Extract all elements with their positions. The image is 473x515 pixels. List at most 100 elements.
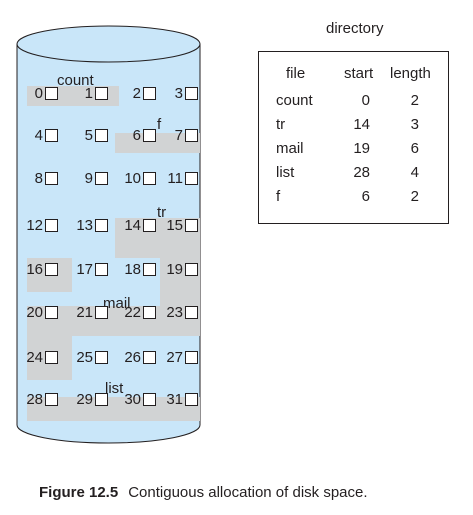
block-number: 0 (34, 84, 43, 102)
block-number: 6 (132, 126, 141, 144)
directory-file: mail (276, 140, 304, 157)
block-box (45, 262, 58, 276)
directory-length: 3 (410, 116, 419, 133)
directory-header-start: start (344, 65, 374, 82)
disk-block: 31 (160, 389, 198, 409)
block-box (185, 350, 198, 364)
block-box (95, 128, 108, 142)
block-box (45, 171, 58, 185)
block-number: 30 (124, 390, 141, 408)
block-number: 1 (84, 84, 93, 102)
block-box (95, 171, 108, 185)
block-number: 16 (26, 260, 43, 278)
block-box (45, 305, 58, 319)
block-number: 7 (174, 126, 183, 144)
disk-block: 25 (71, 347, 108, 367)
block-number: 31 (166, 390, 183, 408)
block-number: 21 (76, 303, 93, 321)
block-box (185, 218, 198, 232)
block-number: 20 (26, 303, 43, 321)
directory-length: 2 (410, 188, 419, 205)
block-box (45, 350, 58, 364)
disk-block: 19 (160, 259, 198, 279)
block-number: 11 (167, 169, 183, 187)
block-number: 19 (166, 260, 183, 278)
disk-block: 22 (115, 302, 156, 322)
block-box (185, 128, 198, 142)
block-box (143, 171, 156, 185)
block-box (143, 86, 156, 100)
block-number: 12 (26, 216, 43, 234)
block-box (185, 86, 198, 100)
block-box (95, 218, 108, 232)
block-number: 22 (124, 303, 141, 321)
block-box (185, 392, 198, 406)
block-number: 3 (174, 84, 183, 102)
directory-length: 2 (410, 92, 419, 109)
directory-header-file: file (286, 65, 306, 82)
disk-block: 5 (71, 125, 108, 145)
directory-file: list (276, 164, 295, 181)
disk-block: 24 (25, 347, 58, 367)
block-number: 18 (124, 260, 141, 278)
disk-block: 8 (25, 168, 58, 188)
block-number: 5 (84, 126, 93, 144)
disk-block: 12 (25, 215, 58, 235)
block-number: 2 (132, 84, 141, 102)
caption-label: Figure 12.5 (39, 484, 119, 501)
disk-block: 26 (115, 347, 156, 367)
block-number: 28 (26, 390, 43, 408)
disk-block: 28 (25, 389, 58, 409)
disk-block: 13 (71, 215, 108, 235)
block-box (95, 262, 108, 276)
block-number: 8 (34, 169, 43, 187)
block-number: 24 (26, 348, 43, 366)
directory-file: f (276, 188, 281, 205)
block-box (45, 392, 58, 406)
disk-block: 1 (71, 83, 108, 103)
block-number: 25 (76, 348, 93, 366)
directory-start: 0 (361, 92, 370, 109)
block-number: 17 (76, 260, 93, 278)
block-box (45, 218, 58, 232)
directory-start: 6 (361, 188, 370, 205)
block-box (185, 305, 198, 319)
disk-block: 20 (25, 302, 58, 322)
block-number: 10 (124, 169, 141, 187)
directory-length: 6 (410, 140, 419, 157)
disk-block: 30 (115, 389, 156, 409)
allocated-region (115, 133, 200, 153)
block-number: 13 (76, 216, 93, 234)
disk-block: 4 (25, 125, 58, 145)
block-number: 9 (84, 169, 93, 187)
directory-header-length: length (390, 65, 431, 82)
block-box (185, 171, 198, 185)
block-box (143, 392, 156, 406)
file-label-list: list (105, 380, 124, 397)
disk-block: 9 (71, 168, 108, 188)
block-number: 15 (166, 216, 183, 234)
block-number: 14 (124, 216, 141, 234)
disk-block: 14 (115, 215, 156, 235)
directory-start: 28 (353, 164, 370, 181)
disk-block: 21 (71, 302, 108, 322)
caption-text: Contiguous allocation of disk space. (128, 484, 368, 501)
block-box (185, 262, 198, 276)
file-label-tr: tr (157, 204, 167, 221)
block-box (143, 218, 156, 232)
block-box (143, 262, 156, 276)
block-number: 23 (166, 303, 183, 321)
block-box (45, 128, 58, 142)
file-label-mail: mail (103, 295, 131, 312)
disk-block: 27 (160, 347, 198, 367)
disk-block: 16 (25, 259, 58, 279)
disk-block: 18 (115, 259, 156, 279)
block-box (143, 128, 156, 142)
directory-length: 4 (410, 164, 419, 181)
block-box (143, 350, 156, 364)
cylinder-top (16, 25, 201, 63)
block-box (95, 392, 108, 406)
directory-file: tr (276, 116, 286, 133)
directory-start: 19 (353, 140, 370, 157)
